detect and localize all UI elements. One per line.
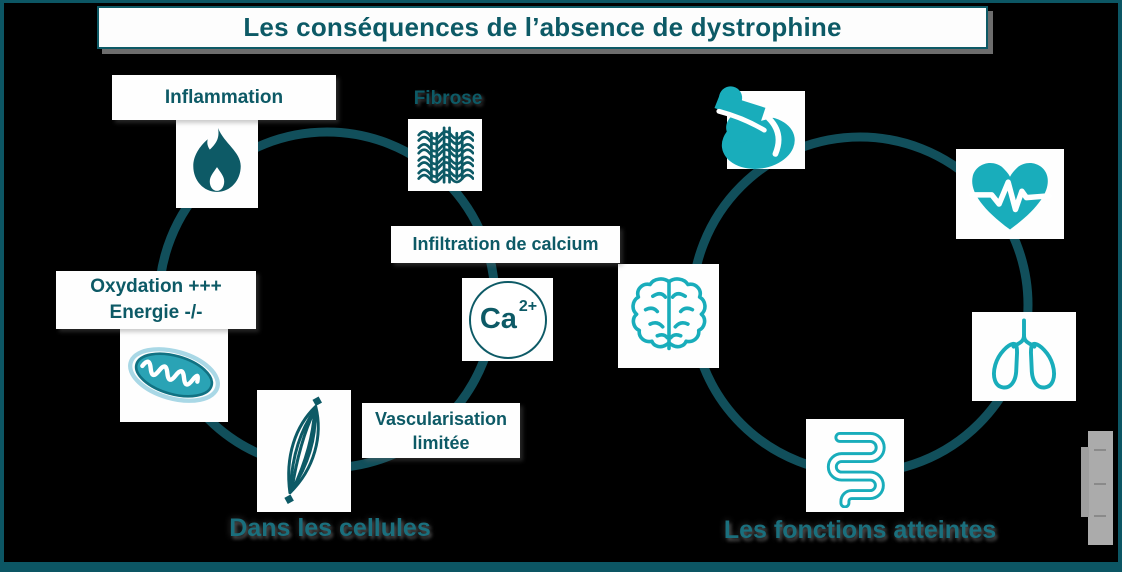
brain-icon [630,277,707,351]
watermark-strip-notch [1081,447,1089,517]
flame-icon [193,127,241,192]
heart-pulse-icon [969,163,1052,230]
calcium-ion-icon-box: Ca 2+ [462,278,553,361]
fibrosis-weave-icon-box [408,119,482,191]
title-box: Les conséquences de l’absence de dystrop… [97,6,988,49]
flame-icon-box [176,117,258,208]
calcium-label: Infiltration de calcium [391,226,620,263]
frame-bottom [0,562,1122,572]
muscle-fiber-icon [284,396,322,505]
lungs-icon-box [972,312,1076,401]
calcium-ion-icon: Ca 2+ [468,280,547,359]
muscle-fiber-icon-box [257,390,351,512]
watermark-strip [1088,431,1113,545]
right-cycle-caption: Les fonctions atteintes [723,516,997,544]
mitochondria-icon [128,346,220,403]
mitochondria-icon-box [120,327,228,422]
ca-symbol: Ca [479,303,517,335]
page-title: Les conséquences de l’absence de dystrop… [243,12,842,42]
biceps-icon [714,86,795,169]
intestines-icon-box [806,419,904,512]
oxydation-energie-label: Oxydation +++ Energie -/- [56,271,256,329]
fibrosis-weave-icon [417,126,474,184]
intestines-icon [826,431,886,508]
lungs-icon [992,318,1056,389]
fibrose-label: Fibrose [413,88,483,109]
inflammation-label: Inflammation [112,75,336,120]
left-cycle-caption: Dans les cellules [229,514,431,542]
oxydation-label-line1: Oxydation +++ [90,276,222,297]
brain-icon-box [618,264,719,368]
oxydation-label-line2: Energie -/- [109,302,203,323]
frame-left [0,0,4,572]
vascularisation-label: Vascularisation limitée [362,403,520,458]
heart-pulse-icon-box [956,149,1064,239]
frame-right [1118,0,1122,572]
frame-top [0,0,1122,3]
ca-charge: 2+ [518,297,538,315]
